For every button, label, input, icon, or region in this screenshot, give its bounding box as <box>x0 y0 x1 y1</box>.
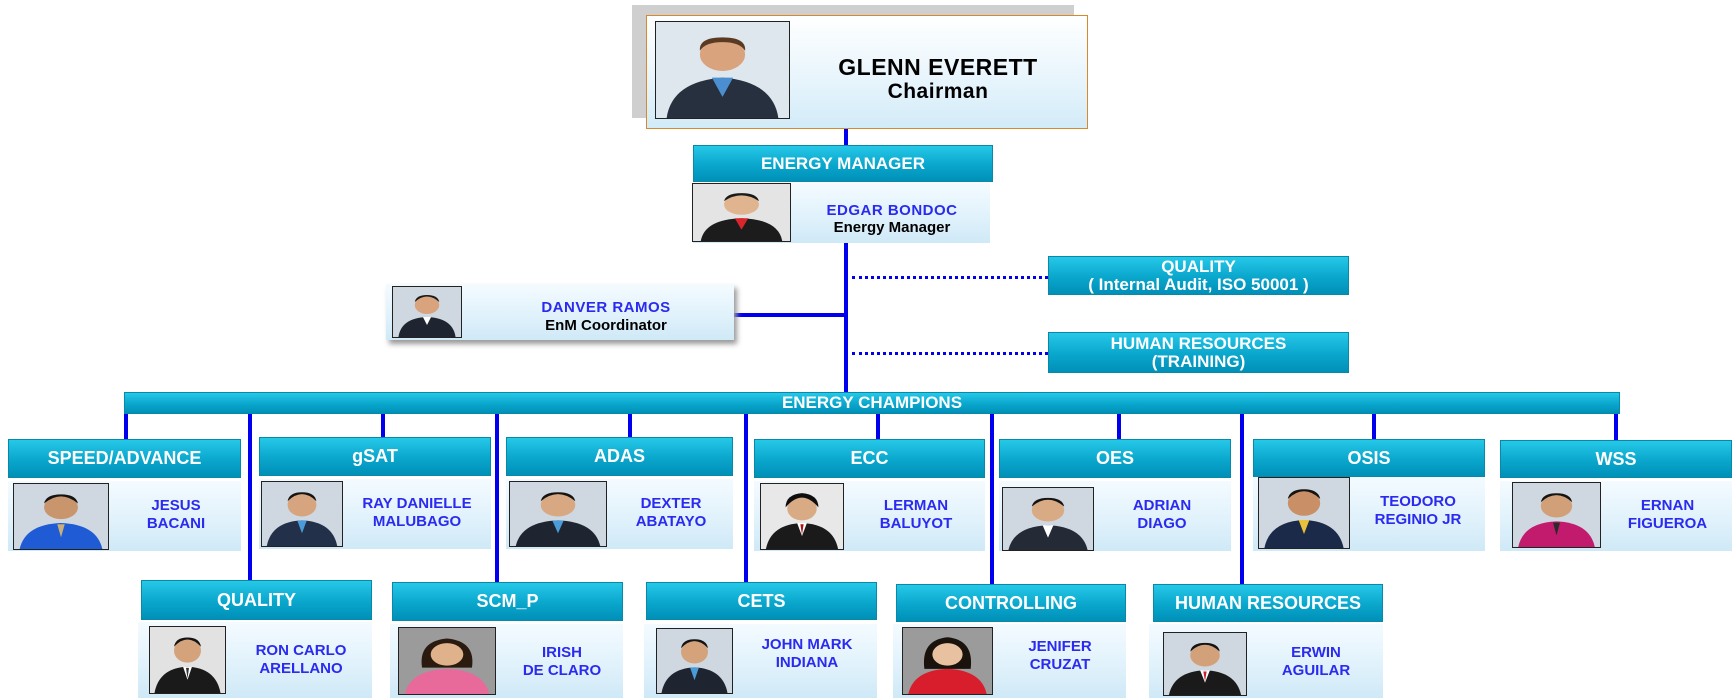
connector-drop <box>381 413 385 437</box>
quality-audit-title: QUALITY <box>1161 256 1236 276</box>
department-header: HUMAN RESOURCES <box>1153 584 1383 622</box>
department-header: gSAT <box>259 437 491 476</box>
person-photo-icon <box>1258 477 1350 549</box>
champion-card: ERNAN FIGUEROA <box>1500 481 1732 551</box>
connector-drop-long <box>990 413 994 584</box>
person-photo-icon <box>149 626 226 694</box>
champion-card: JENIFER CRUZAT <box>893 624 1126 698</box>
champion-name: ERNAN FIGUEROA <box>1627 497 1708 532</box>
energy-manager-header: ENERGY MANAGER <box>693 145 993 182</box>
champion-name: IRISH DE CLARO <box>522 644 602 679</box>
connector-quality-dotted <box>852 276 1048 279</box>
chairman-name: GLENN EVERETT <box>838 54 1038 80</box>
connector-drop <box>876 413 880 439</box>
department-header: OSIS <box>1253 439 1485 477</box>
connector-chairman-manager <box>844 129 848 146</box>
champion-unit: OSIS TEODORO REGINIO JR <box>1253 439 1485 551</box>
person-photo-icon <box>392 286 462 338</box>
coordinator-name: DANVER RAMOS <box>541 299 671 316</box>
champion-name: ADRIAN DIAGO <box>1132 497 1192 532</box>
department-header: CETS <box>646 582 877 620</box>
connector-drop-long <box>744 413 748 583</box>
champion-name: JENIFER CRUZAT <box>1028 638 1092 673</box>
energy-manager-card: EDGAR BONDOC Energy Manager <box>692 183 990 243</box>
champion-unit: WSS ERNAN FIGUEROA <box>1500 440 1732 551</box>
connector-drop <box>1372 413 1376 439</box>
champion-name: DEXTER ABATAYO <box>635 495 707 530</box>
person-photo-icon <box>760 483 844 550</box>
champion-unit: OES ADRIAN DIAGO <box>999 439 1231 551</box>
connector-drop-long <box>1240 413 1244 584</box>
quality-audit-subtitle: ( Internal Audit, ISO 50001 ) <box>1088 274 1309 294</box>
coordinator-title: EnM Coordinator <box>545 317 667 334</box>
quality-audit-box: QUALITY ( Internal Audit, ISO 50001 ) <box>1048 256 1349 295</box>
department-header: QUALITY <box>141 580 372 620</box>
person-photo-icon <box>1512 482 1601 548</box>
champion-name: JESUS BACANI <box>146 497 206 532</box>
champion-card: ADRIAN DIAGO <box>999 481 1231 551</box>
connector-drop <box>124 413 128 439</box>
champion-unit: CETS JOHN MARK INDIANA <box>644 582 877 698</box>
chairman-card: GLENN EVERETT Chairman <box>646 15 1088 129</box>
energy-manager-title: Energy Manager <box>833 219 951 236</box>
champion-unit: gSAT RAY DANIELLE MALUBAGO <box>259 437 491 551</box>
person-photo-icon <box>398 627 496 695</box>
connector-drop <box>1117 413 1121 439</box>
connector-drop-long <box>248 413 252 581</box>
person-photo-icon <box>509 481 607 547</box>
champion-card: IRISH DE CLARO <box>390 624 623 698</box>
champion-unit: ECC LERMAN BALUYOT <box>754 439 985 551</box>
connector-drop <box>1614 413 1618 440</box>
connector-main-trunk <box>844 243 848 393</box>
chairman-title: Chairman <box>887 80 989 103</box>
connector-drop-long <box>495 413 499 583</box>
department-header: SCM_P <box>392 582 623 621</box>
person-photo-icon <box>656 628 733 694</box>
person-photo-icon <box>655 21 790 119</box>
person-photo-icon <box>1163 632 1247 696</box>
person-photo-icon <box>261 481 343 547</box>
department-header: CONTROLLING <box>896 584 1126 622</box>
champion-unit: ADAS DEXTER ABATAYO <box>506 437 733 551</box>
person-photo-icon <box>1002 487 1094 551</box>
department-header: ECC <box>754 439 985 478</box>
champion-name: LERMAN BALUYOT <box>879 497 953 532</box>
champion-unit: SCM_P IRISH DE CLARO <box>390 582 623 698</box>
champion-card: JESUS BACANI <box>8 481 241 551</box>
person-photo-icon <box>902 627 993 695</box>
hr-training-box: HUMAN RESOURCES (TRAINING) <box>1048 332 1349 373</box>
champion-name: RON CARLO ARELLANO <box>255 642 347 677</box>
coordinator-card: DANVER RAMOS EnM Coordinator <box>386 284 734 340</box>
champion-card: RAY DANIELLE MALUBAGO <box>259 479 491 549</box>
connector-hr-dotted <box>852 352 1048 355</box>
energy-champions-header: ENERGY CHAMPIONS <box>124 392 1620 414</box>
champion-name: TEODORO REGINIO JR <box>1374 493 1462 528</box>
champion-card: DEXTER ABATAYO <box>506 479 733 549</box>
person-photo-icon <box>13 483 109 550</box>
champion-card: JOHN MARK INDIANA <box>644 624 877 698</box>
department-header: OES <box>999 439 1231 478</box>
champion-card: TEODORO REGINIO JR <box>1253 477 1485 551</box>
champion-unit: HUMAN RESOURCES ERWIN AGUILAR <box>1149 584 1383 698</box>
champion-name: ERWIN AGUILAR <box>1281 644 1351 679</box>
champion-name: RAY DANIELLE MALUBAGO <box>362 495 472 530</box>
champion-card: ERWIN AGUILAR <box>1149 624 1383 698</box>
champion-unit: SPEED/ADVANCE JESUS BACANI <box>8 439 241 551</box>
person-photo-icon <box>692 183 791 242</box>
connector-drop <box>628 413 632 437</box>
connector-coordinator <box>734 313 846 317</box>
champion-unit: QUALITY RON CARLO ARELLANO <box>138 580 372 698</box>
department-header: WSS <box>1500 440 1732 478</box>
hr-training-title: HUMAN RESOURCES <box>1110 333 1287 353</box>
champion-card: LERMAN BALUYOT <box>754 481 985 551</box>
energy-manager-name: EDGAR BONDOC <box>826 202 958 219</box>
department-header: ADAS <box>506 437 733 476</box>
department-header: SPEED/ADVANCE <box>8 439 241 478</box>
champion-card: RON CARLO ARELLANO <box>138 622 372 698</box>
champion-unit: CONTROLLING JENIFER CRUZAT <box>893 584 1126 698</box>
hr-training-subtitle: (TRAINING) <box>1151 351 1246 371</box>
champion-name: JOHN MARK INDIANA <box>761 636 853 671</box>
